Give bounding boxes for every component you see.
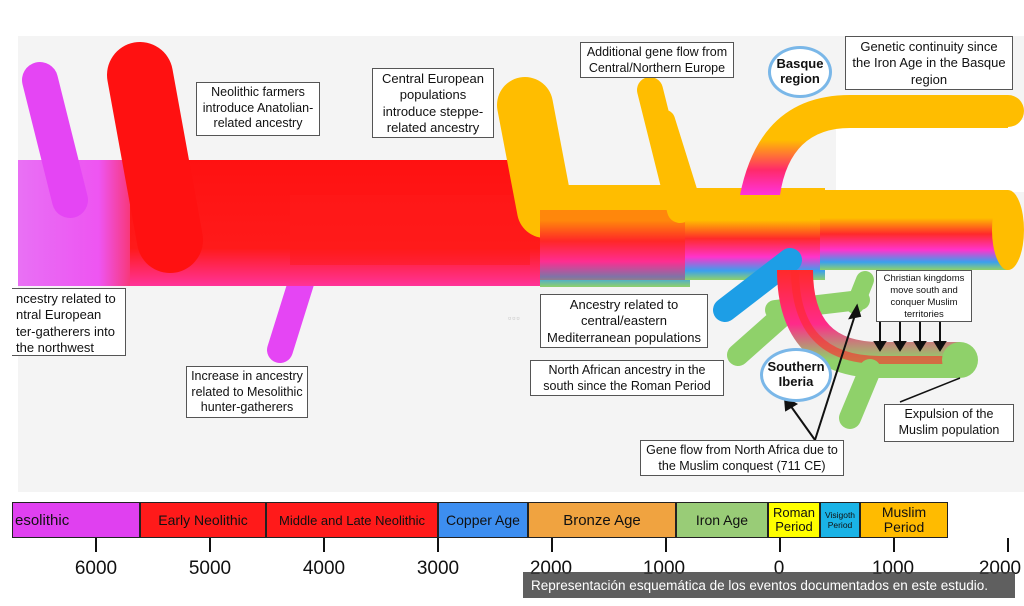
period-copper-age: Copper Age bbox=[438, 502, 528, 538]
period-mesolithic: esolithic bbox=[12, 502, 140, 538]
southern-iberia-label: Southern Iberia bbox=[760, 348, 832, 402]
period-middle-late-neolithic: Middle and Late Neolithic bbox=[266, 502, 438, 538]
mediterranean-branch bbox=[713, 248, 802, 322]
main-continuation bbox=[820, 190, 1008, 270]
tick bbox=[1007, 538, 1009, 552]
tick bbox=[95, 538, 97, 552]
christian-arrows bbox=[873, 320, 947, 352]
neolithic-branch bbox=[107, 42, 203, 273]
tick bbox=[437, 538, 439, 552]
north-gene-flow-branch-2 bbox=[655, 110, 700, 210]
basque-branch bbox=[740, 95, 1008, 195]
iron-age-trunk bbox=[685, 188, 825, 280]
tick bbox=[209, 538, 211, 552]
mesolithic-hg-label: ncestry related to ntral European ter-ga… bbox=[12, 288, 126, 356]
tick bbox=[665, 538, 667, 552]
period-bronze-age: Bronze Age bbox=[528, 502, 676, 538]
expulsion-label: Expulsion of the Muslim population bbox=[884, 404, 1014, 442]
mesolithic-branch bbox=[22, 62, 88, 218]
tick-label: 4000 bbox=[302, 558, 346, 579]
tick-label: 6000 bbox=[74, 558, 118, 579]
tick bbox=[893, 538, 895, 552]
christian-kingdoms-label: Christian kingdoms move south and conque… bbox=[876, 270, 972, 322]
steppe-label: Central European populations introduce s… bbox=[372, 68, 494, 138]
green-branch-3 bbox=[846, 271, 874, 314]
period-early-neolithic: Early Neolithic bbox=[140, 502, 266, 538]
north-african-label: North African ancestry in the south sinc… bbox=[530, 360, 724, 396]
tick bbox=[551, 538, 553, 552]
neolithic-label: Neolithic farmers introduce Anatolian- r… bbox=[196, 82, 320, 136]
dots-icon: ▫▫▫ bbox=[508, 313, 521, 323]
tick-label: 3000 bbox=[416, 558, 460, 579]
basque-region-label: Basque region bbox=[768, 46, 832, 98]
tick-label: 5000 bbox=[188, 558, 232, 579]
muslim-conquest-branch bbox=[839, 359, 881, 429]
image-caption: Representación esquemática de los evento… bbox=[523, 572, 1015, 598]
tick bbox=[779, 538, 781, 552]
continuity-label: Genetic continuity since the Iron Age in… bbox=[845, 36, 1013, 90]
mesolithic-increase-label: Increase in ancestry related to Mesolith… bbox=[186, 366, 308, 418]
period-roman: Roman Period bbox=[768, 502, 820, 538]
tick bbox=[323, 538, 325, 552]
muslim-conquest-label: Gene flow from North Africa due to the M… bbox=[640, 440, 844, 476]
period-muslim: Muslim Period bbox=[860, 502, 948, 538]
gene-flow-north-label: Additional gene flow from Central/Northe… bbox=[580, 42, 734, 78]
period-iron-age: Iron Age bbox=[676, 502, 768, 538]
tick-label: 0 bbox=[773, 558, 785, 579]
mediterranean-label: Ancestry related to central/eastern Medi… bbox=[540, 294, 708, 348]
period-visigoth: Visigoth Period bbox=[820, 502, 860, 538]
